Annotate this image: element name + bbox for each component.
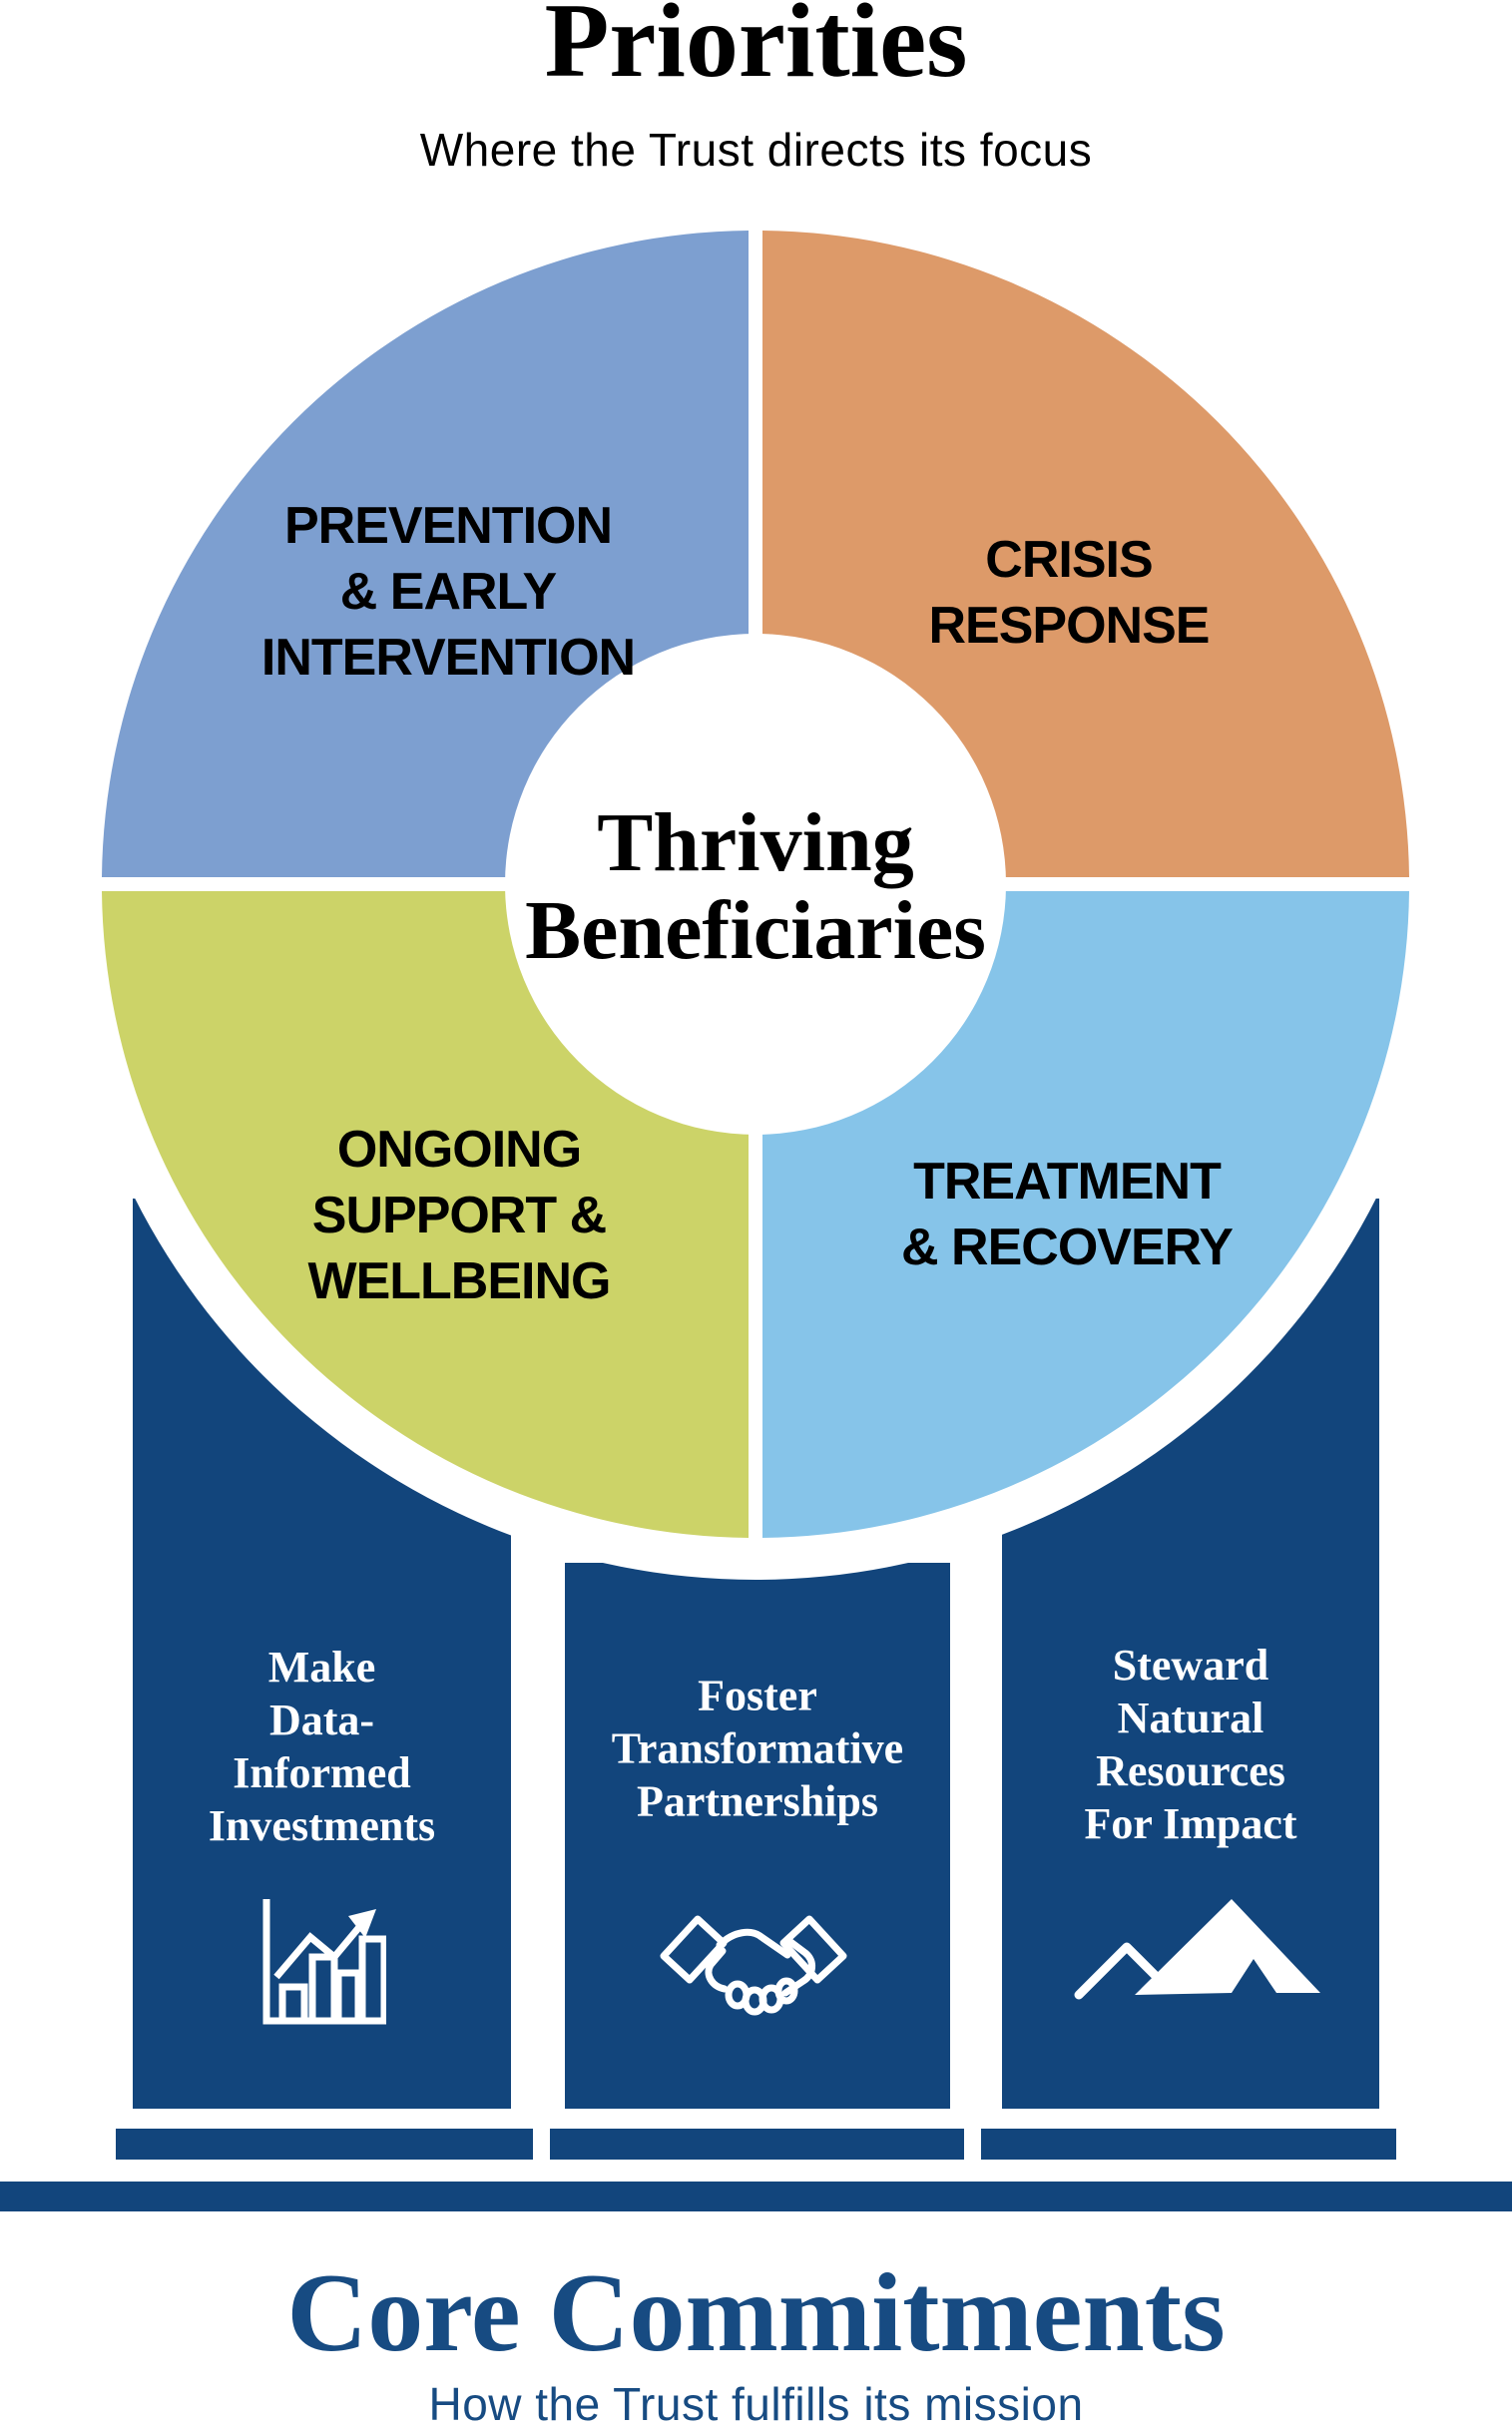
pillar-label-transformative-partnerships: Foster Transformative Partnerships — [611, 1671, 904, 1826]
footer-subtitle: How the Trust fulfills its mission — [428, 2378, 1084, 2430]
label-ongoing-support-wellbeing: ONGOING SUPPORT & WELLBEING — [307, 1121, 612, 1310]
handshake-icon — [660, 1915, 847, 2016]
bar-chart-growth-icon — [262, 1899, 386, 2025]
pedestal-middle — [550, 2129, 964, 2160]
label-crisis-response: CRISIS RESPONSE — [928, 531, 1211, 655]
pillar-label-data-informed-investments: Make Data- Informed Investments — [208, 1643, 436, 1850]
label-prevention-early-intervention: PREVENTION & EARLY INTERVENTION — [260, 497, 636, 687]
page-subtitle: Where the Trust directs its focus — [419, 124, 1093, 176]
divider-bar — [0, 2182, 1512, 2211]
page-title: Priorities — [544, 0, 968, 99]
pillar-transformative-partnerships — [565, 1563, 950, 2109]
center-label-thriving-beneficiaries: Thriving Beneficiaries — [525, 796, 986, 977]
footer-title: Core Commitments — [286, 2251, 1226, 2375]
pedestal-right — [981, 2129, 1396, 2160]
pillar-label-natural-resources: Steward Natural Resources For Impact — [1084, 1641, 1297, 1848]
label-treatment-recovery: TREATMENT & RECOVERY — [901, 1153, 1234, 1276]
pedestal-left — [116, 2129, 533, 2160]
mountain-icon — [1074, 1899, 1320, 2000]
